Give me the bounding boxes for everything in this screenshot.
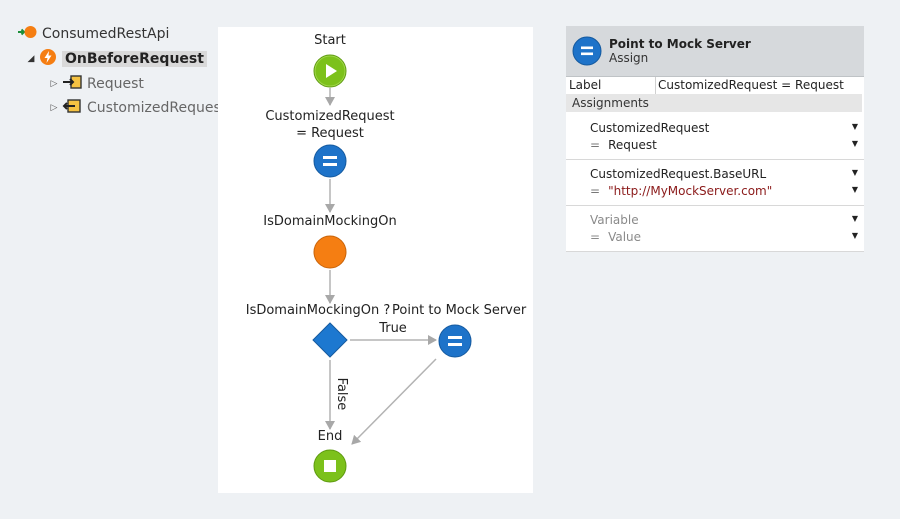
false-branch-label: False: [334, 377, 349, 411]
label-property-row: Label CustomizedRequest = Request: [566, 77, 864, 94]
dropdown-arrow-icon[interactable]: ▼: [851, 231, 858, 240]
lightning-action-icon: [39, 48, 57, 70]
label-value-field[interactable]: CustomizedRequest = Request: [658, 78, 844, 92]
if-label: IsDomainMockingOn: [263, 214, 397, 229]
tree-label: ConsumedRestApi: [42, 26, 170, 42]
tree-label: CustomizedRequest: [87, 100, 227, 116]
tree-item-consumed-rest-api[interactable]: ConsumedRestApi: [17, 23, 169, 45]
assignment-value-placeholder[interactable]: = Value: [590, 230, 641, 244]
dropdown-arrow-icon[interactable]: ▼: [851, 122, 858, 131]
true-branch-label: True: [379, 321, 407, 336]
assignment-variable-placeholder[interactable]: Variable: [590, 213, 639, 227]
column-divider: [655, 77, 656, 94]
end-label: End: [317, 429, 343, 444]
assign-label-line2: = Request: [296, 126, 364, 141]
assign2-label: Point to Mock Server: [392, 303, 527, 318]
properties-header: Point to Mock Server Assign: [566, 26, 864, 77]
tree-label: Request: [87, 76, 144, 92]
collapse-triangle-icon[interactable]: ◢: [27, 54, 35, 64]
assignment-value[interactable]: = Request: [590, 138, 657, 152]
assignments-section-header: Assignments: [566, 94, 862, 112]
label-key: Label: [569, 78, 602, 92]
dropdown-arrow-icon[interactable]: ▼: [851, 214, 858, 223]
properties-panel: Point to Mock Server Assign Label Custom…: [566, 26, 864, 252]
assignment-variable[interactable]: CustomizedRequest.BaseURL: [590, 167, 767, 181]
assignment-value[interactable]: = "http://MyMockServer.com": [590, 184, 772, 198]
assignment-value-text: Value: [608, 230, 642, 244]
play-icon: [326, 64, 337, 78]
assignment-value-text: Request: [608, 138, 657, 152]
output-parameter-icon: [62, 98, 82, 118]
tree-item-customized-request[interactable]: ▷ CustomizedRequest: [49, 97, 226, 119]
rest-api-icon: [17, 24, 37, 44]
tree-item-request[interactable]: ▷ Request: [49, 73, 144, 95]
equals-sign: =: [590, 230, 601, 244]
assign-label-line1: CustomizedRequest: [265, 109, 395, 124]
flow-canvas[interactable]: Start CustomizedRequest = Request IsDoma…: [218, 27, 533, 493]
input-parameter-icon: [62, 74, 82, 94]
properties-subtitle: Assign: [609, 51, 649, 65]
properties-title: Point to Mock Server: [609, 37, 751, 51]
assignment-variable[interactable]: CustomizedRequest: [590, 121, 710, 135]
expand-triangle-icon[interactable]: ▷: [50, 79, 58, 89]
tree-label: OnBeforeRequest: [62, 51, 207, 67]
action-tree: ConsumedRestApi ◢ OnBeforeRequest ▷ Requ…: [0, 0, 226, 130]
flow-connectors: [325, 88, 437, 445]
assignment-row: CustomizedRequest.BaseURL ▼ = "http://MyM…: [566, 159, 864, 206]
start-label: Start: [314, 33, 346, 48]
equals-sign: =: [590, 184, 601, 198]
expand-triangle-icon[interactable]: ▷: [50, 103, 58, 113]
dropdown-arrow-icon[interactable]: ▼: [851, 139, 858, 148]
assignment-value-text: "http://MyMockServer.com": [608, 184, 773, 198]
equals-sign: =: [590, 138, 601, 152]
stop-icon: [324, 460, 336, 472]
assignments-header-text: Assignments: [572, 96, 649, 110]
dropdown-arrow-icon[interactable]: ▼: [851, 168, 858, 177]
assignment-row: CustomizedRequest ▼ = Request ▼: [566, 113, 864, 160]
assign-icon: [572, 36, 602, 70]
dropdown-arrow-icon[interactable]: ▼: [851, 185, 858, 194]
assignment-row-empty: Variable ▼ = Value ▼: [566, 205, 864, 252]
tree-item-on-before-request[interactable]: ◢ OnBeforeRequest: [26, 48, 207, 70]
decision-label: IsDomainMockingOn ?: [245, 303, 391, 318]
